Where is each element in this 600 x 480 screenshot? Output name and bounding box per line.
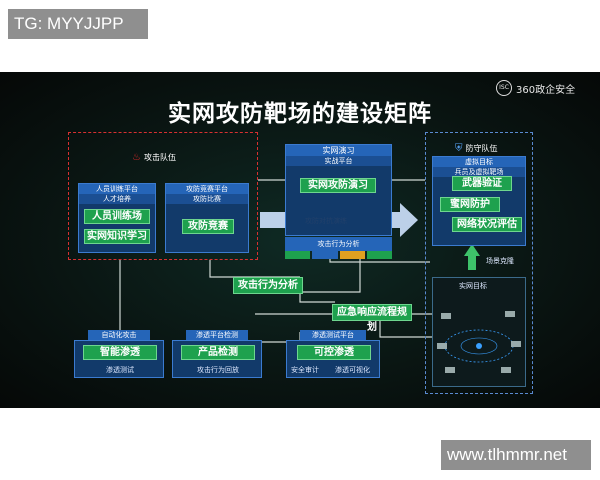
defense-item-2[interactable]: 蜜网防护 xyxy=(440,197,500,212)
target-network-map xyxy=(437,311,521,373)
scene-clone-label: 场景克隆 xyxy=(486,257,514,265)
exercise-footer: 攻击行为分析 xyxy=(285,237,392,251)
training-platform-subtitle: 人才培养 xyxy=(79,194,155,204)
bottom-2-footer: 攻击行为回放 xyxy=(197,366,239,374)
bottom-platform-2: 渗透平台检测 产品检测 攻击行为回放 xyxy=(172,330,262,380)
bottom-3-header: 渗透测试平台 xyxy=(300,330,366,340)
training-platform-title: 人员训练平台 xyxy=(79,184,155,194)
attack-team-label: 攻击队伍 xyxy=(143,153,176,162)
emergency-response-node[interactable]: 应急响应流程规划 xyxy=(332,304,412,333)
defense-item-1[interactable]: 武器验证 xyxy=(452,176,512,191)
exercise-item[interactable]: 实网攻防演习 xyxy=(300,178,376,193)
slide: 实网攻防靶场的建设矩阵 ISC 360政企安全 ♨ 攻击队伍 人员训练平台 人才… xyxy=(0,72,600,408)
training-item-1[interactable]: 人员训练场 xyxy=(84,209,150,224)
bottom-2-item[interactable]: 产品检测 xyxy=(181,345,255,360)
brand-name: 360政企安全 xyxy=(516,84,576,96)
bottom-1-item[interactable]: 智能渗透 xyxy=(83,345,157,360)
competition-item[interactable]: 攻防竞赛 xyxy=(182,219,234,234)
defense-team-header: ⛨ 防守队伍 xyxy=(455,143,498,154)
real-target-panel: 实网目标 xyxy=(432,277,526,387)
flame-icon: ♨ xyxy=(132,152,141,163)
bottom-platform-1: 自动化攻击 智能渗透 渗透测试 xyxy=(74,330,164,380)
training-item-2[interactable]: 实网知识学习 xyxy=(84,229,150,244)
shield-icon: ⛨ xyxy=(455,143,463,154)
brand: ISC 360政企安全 xyxy=(496,80,575,96)
competition-platform: 攻防竞赛平台 攻防比赛 xyxy=(165,183,249,253)
isc-logo-icon: ISC xyxy=(496,80,512,96)
defense-item-3[interactable]: 网络状况评估 xyxy=(452,217,522,232)
watermark-top-left: TG: MYYJJPP xyxy=(8,9,148,39)
bottom-3-footer-1: 安全审计 xyxy=(291,366,319,374)
slide-title: 实网攻防靶场的建设矩阵 xyxy=(168,101,432,127)
defense-subtitle-2: 兵员及虚拟靶场 xyxy=(433,167,525,177)
bottom-1-header: 自动化攻击 xyxy=(88,330,150,340)
bottom-3-item[interactable]: 可控渗透 xyxy=(297,345,371,360)
bottom-platform-3: 渗透测试平台 可控渗透 安全审计 渗透可视化 xyxy=(286,330,380,380)
bottom-1-footer: 渗透测试 xyxy=(106,366,134,374)
attack-analysis-node[interactable]: 攻击行为分析 xyxy=(233,277,303,294)
real-target-label: 实网目标 xyxy=(459,282,487,290)
competition-platform-subtitle: 攻防比赛 xyxy=(166,194,248,204)
bottom-2-header: 渗透平台检测 xyxy=(186,330,248,340)
attack-team-box xyxy=(68,132,258,260)
defense-team-box xyxy=(425,132,533,394)
exercise-title: 实网演习 xyxy=(286,145,391,156)
competition-platform-title: 攻防竞赛平台 xyxy=(166,184,248,194)
exercise-status-bar xyxy=(285,251,392,259)
exercise-subtitle: 实战平台 xyxy=(286,156,391,166)
bottom-3-footer-2: 渗透可视化 xyxy=(335,366,370,374)
scene-clone-arrow xyxy=(464,244,480,270)
watermark-bottom-right: www.tlhmmr.net xyxy=(441,440,591,470)
defense-subtitle: 虚拟目标 xyxy=(433,157,525,167)
exercise-arrow-label: 攻防对抗演练 xyxy=(305,217,347,225)
attack-team-header: ♨ 攻击队伍 xyxy=(132,152,176,163)
defense-team-label: 防守队伍 xyxy=(465,144,498,153)
